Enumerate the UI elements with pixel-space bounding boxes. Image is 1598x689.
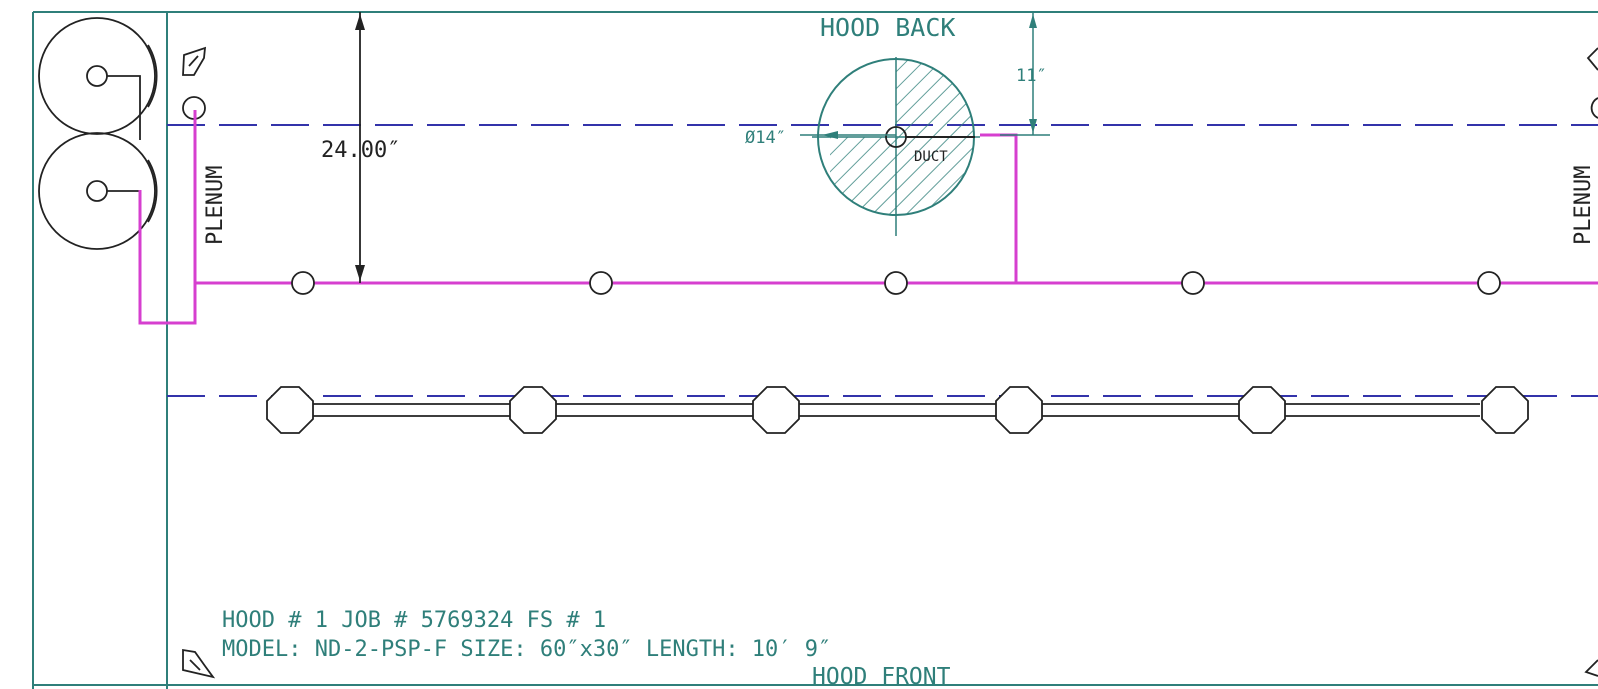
nozzle-icon (291, 271, 315, 295)
diameter-leader (800, 131, 896, 139)
corner-pulley-icon (1584, 47, 1598, 677)
exhaust-duct (812, 57, 980, 236)
circle-tank-icon (38, 17, 156, 135)
corner-pulley-icon (182, 648, 216, 679)
octagon-nozzle-icon (266, 386, 314, 434)
fusible-links (266, 386, 1529, 434)
offset-dimension (1000, 12, 1050, 136)
tank-lower (38, 132, 158, 250)
octagon-nozzle-icon (995, 386, 1043, 434)
corner-pulley-icon (182, 46, 207, 120)
nozzle-icon (589, 271, 613, 295)
duct-diameter-label: Ø14″ (745, 128, 786, 148)
octagon-nozzle-icon (752, 386, 800, 434)
pipe-nozzles (291, 271, 1501, 295)
offset-dimension-label: 11″ (1016, 66, 1047, 86)
nozzle-icon (884, 271, 908, 295)
nozzle-icon (1181, 271, 1205, 295)
octagon-nozzle-icon (1238, 386, 1286, 434)
nozzle-icon (1477, 271, 1501, 295)
circle-tank-icon (38, 132, 156, 250)
depth-dimension (355, 12, 365, 283)
hood-front-label: HOOD FRONT (812, 664, 951, 689)
hood-frame (32, 11, 1598, 689)
detection-line (312, 403, 1480, 417)
plenum-right-label: PLENUM (1571, 166, 1596, 245)
octagon-nozzle-icon (1481, 386, 1529, 434)
hood-back-label: HOOD BACK (820, 13, 955, 42)
duct-label: DUCT (914, 149, 948, 165)
tank-upper (38, 17, 158, 140)
hood-info-text: HOOD # 1 JOB # 5769324 FS # 1 (222, 608, 606, 633)
depth-dimension-label: 24.00″ (321, 138, 400, 163)
model-info-text: MODEL: ND-2-PSP-F SIZE: 60″x30″ LENGTH: … (222, 637, 831, 662)
dashed-reference-lines (167, 124, 1598, 397)
plenum-left-label: PLENUM (203, 166, 228, 245)
octagon-nozzle-icon (509, 386, 557, 434)
